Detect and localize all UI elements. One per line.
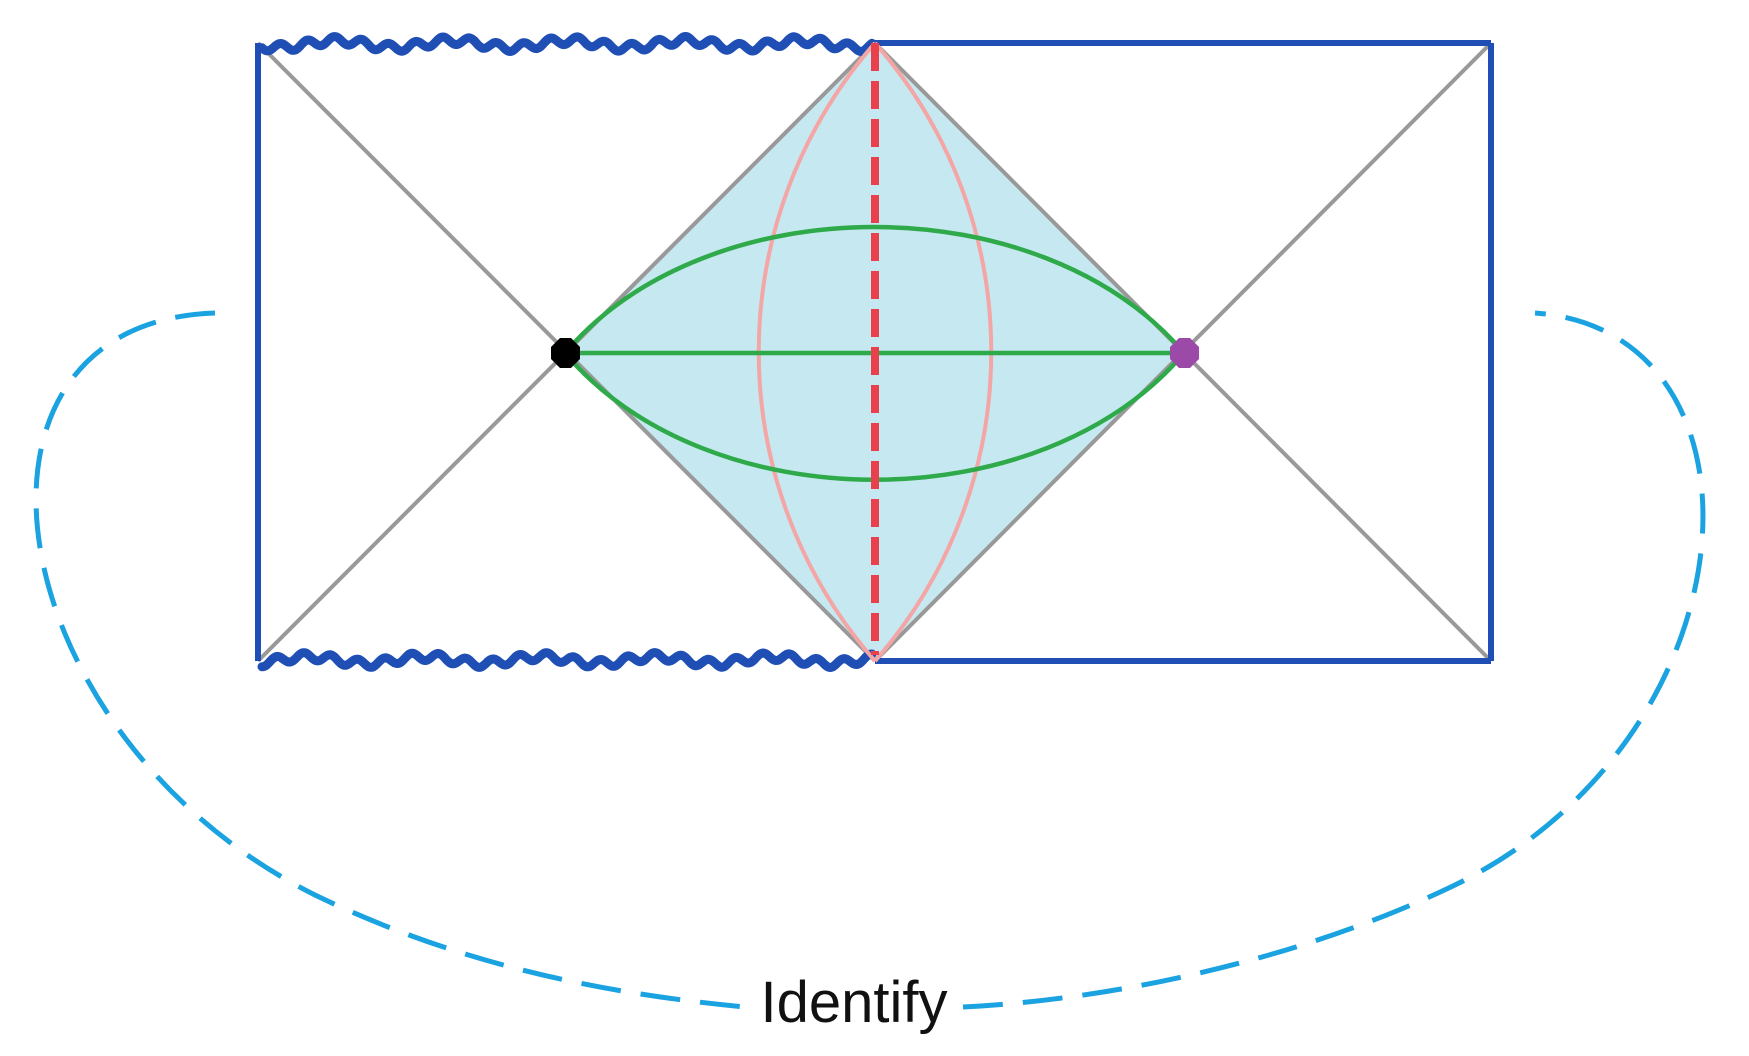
- green-curve-upper: [563, 224, 1186, 355]
- identify-arc: [33, 310, 1706, 1010]
- right-point: [1170, 338, 1199, 368]
- left-point: [551, 338, 580, 368]
- boundaries: [255, 40, 1494, 664]
- bottom-singularity: [257, 648, 877, 672]
- top-singularity: [257, 32, 877, 56]
- identify-label: Identify: [761, 970, 948, 1035]
